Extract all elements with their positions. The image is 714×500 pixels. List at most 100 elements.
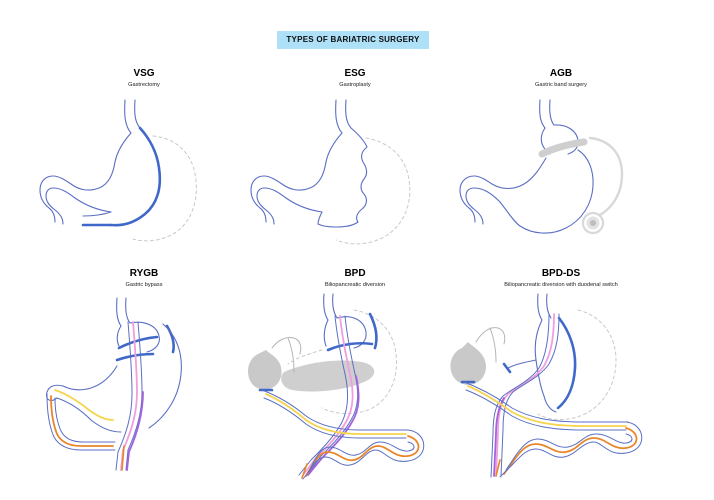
pouch-staple-line-vertical bbox=[368, 312, 378, 350]
stomach-antrum-outline bbox=[263, 187, 323, 213]
intestinal-loops-outline-inner bbox=[505, 433, 633, 471]
esophagus-outline bbox=[323, 293, 329, 321]
sleeve-stomach-staple-line bbox=[556, 316, 577, 410]
intestinal-loops-outline-outer bbox=[499, 421, 643, 478]
panel-vsg-artwork bbox=[25, 92, 263, 282]
panel-bpd: BPD Biliopancreatic diversion bbox=[236, 268, 474, 483]
stomach-lower-outline bbox=[473, 187, 521, 227]
panel-bpd-header: BPD Biliopancreatic diversion bbox=[236, 268, 474, 290]
esophagus-outline bbox=[116, 297, 122, 327]
panel-rygb-artwork bbox=[25, 292, 263, 482]
panel-bpd-abbr: BPD bbox=[344, 268, 366, 279]
esophagus-outline-inner bbox=[546, 293, 552, 319]
duodenal-switch-staple bbox=[502, 362, 512, 374]
panel-bpd-ds-subtitle: Biliopancreatic diversion with duodenal … bbox=[504, 282, 618, 288]
biliopancreatic-limb-yellow bbox=[54, 389, 114, 421]
esophagus-outline bbox=[124, 99, 132, 134]
distal-limb-orange bbox=[121, 445, 125, 471]
intestinal-loops-outline-outer bbox=[302, 429, 425, 480]
intestinal-loops-orange bbox=[305, 435, 420, 477]
panel-vsg-subtitle: Gastrectomy bbox=[128, 82, 160, 88]
biliopancreatic-limb-outline-upper bbox=[463, 381, 629, 423]
biliopancreatic-limb-yellow bbox=[265, 393, 407, 435]
sleeve-lower-outline bbox=[82, 211, 112, 217]
sleeve-stomach-lower-outline bbox=[543, 395, 557, 413]
gallbladder-shape bbox=[248, 350, 282, 390]
panel-agb-artwork bbox=[442, 92, 680, 282]
panel-agb-abbr: AGB bbox=[549, 68, 573, 79]
panel-rygb-abbr: RYGB bbox=[129, 268, 159, 279]
remnant-stomach-outline bbox=[148, 323, 182, 429]
gallbladder-shape bbox=[450, 342, 486, 385]
panel-vsg-header: VSG Gastrectomy bbox=[25, 68, 263, 90]
biliopancreatic-limb-outline-inner bbox=[54, 397, 116, 443]
gastric-pouch-lesser-curve bbox=[116, 325, 122, 347]
biliopancreatic-limb-outline-upper bbox=[261, 389, 409, 431]
stomach-antrum-outline bbox=[52, 187, 112, 213]
duodenum-upper-outline bbox=[39, 175, 56, 223]
remnant-stomach-lesser-curve bbox=[62, 365, 118, 391]
pouch-staple-line bbox=[117, 335, 159, 350]
alimentary-limb-outline-right bbox=[308, 315, 359, 474]
stomach-lesser-curvature bbox=[473, 157, 547, 190]
band-tube bbox=[588, 136, 624, 218]
roux-limb-pink bbox=[120, 321, 138, 471]
stomach-lower-outline bbox=[317, 211, 323, 225]
roux-limb-outline-left bbox=[115, 321, 133, 471]
pylorus-outline bbox=[507, 359, 537, 369]
biliopancreatic-limb-outline-outer bbox=[46, 393, 116, 451]
esophagus-outline-inner bbox=[345, 99, 352, 129]
alimentary-limb-outline-left bbox=[490, 313, 550, 478]
alimentary-limb-pink bbox=[303, 315, 354, 475]
intestinal-loops-outline-inner bbox=[308, 441, 415, 473]
duodenum-upper-outline bbox=[250, 175, 267, 223]
resected-stomach-dashed-outline bbox=[132, 135, 197, 242]
page-title: TYPES OF BARIATRIC SURGERY bbox=[286, 35, 420, 44]
panel-bpd-ds-abbr: BPD-DS bbox=[541, 268, 581, 279]
esophagus-outline-inner bbox=[125, 297, 131, 324]
panel-agb-header: AGB Gastric band surgery bbox=[442, 68, 680, 90]
panel-bpd-ds-artwork bbox=[442, 292, 680, 482]
esophagus-outline-inner bbox=[549, 99, 555, 126]
sleeve-stomach-lesser-curve bbox=[534, 319, 545, 397]
duodenum-lower-outline bbox=[45, 187, 64, 225]
gastric-pouch-outline bbox=[129, 321, 160, 353]
panel-rygb: RYGB Gastric bypass bbox=[25, 268, 263, 483]
intestinal-loops-orange bbox=[503, 427, 638, 475]
panel-esg-abbr: ESG bbox=[344, 68, 366, 79]
biliopancreatic-limb-outline-lower bbox=[465, 389, 627, 431]
esophagus-outline bbox=[335, 99, 343, 134]
stomach-lesser-curvature bbox=[263, 132, 343, 191]
gastric-band bbox=[538, 138, 588, 158]
cystic-duct-line bbox=[489, 327, 497, 363]
duodenum-lower-outline bbox=[256, 187, 275, 225]
biliopancreatic-limb-yellow bbox=[467, 385, 627, 427]
alimentary-limb-outline-left bbox=[298, 315, 349, 476]
panel-agb: AGB Gastric band surgery bbox=[442, 68, 680, 283]
panel-bpd-ds-header: BPD-DS Biliopancreatic diversion with du… bbox=[442, 268, 680, 290]
duodenum-upper-outline bbox=[459, 175, 476, 223]
remnant-stomach-staple-right bbox=[165, 324, 176, 354]
panel-bpd-ds: BPD-DS Biliopancreatic diversion with du… bbox=[442, 268, 680, 483]
esophagus-outline bbox=[539, 99, 546, 129]
panel-esg-header: ESG Gastroplasty bbox=[236, 68, 474, 90]
common-channel-purple bbox=[126, 391, 144, 471]
panel-esg-subtitle: Gastroplasty bbox=[339, 82, 371, 88]
staple-line bbox=[109, 126, 162, 227]
alimentary-limb-pink bbox=[495, 313, 555, 477]
panel-rygb-subtitle: Gastric bypass bbox=[125, 282, 163, 288]
stomach-greater-curvature bbox=[519, 149, 594, 234]
roux-limb-outline-right bbox=[125, 321, 143, 471]
bile-duct-line bbox=[271, 337, 302, 355]
esophagus-outline-inner bbox=[134, 99, 141, 129]
access-port-center bbox=[590, 220, 596, 226]
removed-duodenum-dashed-outline bbox=[287, 349, 323, 365]
duodenum-lower-outline bbox=[465, 187, 484, 225]
panel-bpd-artwork bbox=[236, 292, 474, 482]
bile-duct-line bbox=[475, 327, 506, 345]
stomach-lesser-curvature bbox=[52, 132, 132, 191]
esophagus-outline-inner bbox=[332, 293, 338, 319]
cystic-duct-line bbox=[287, 337, 295, 373]
panel-agb-subtitle: Gastric band surgery bbox=[535, 82, 587, 88]
